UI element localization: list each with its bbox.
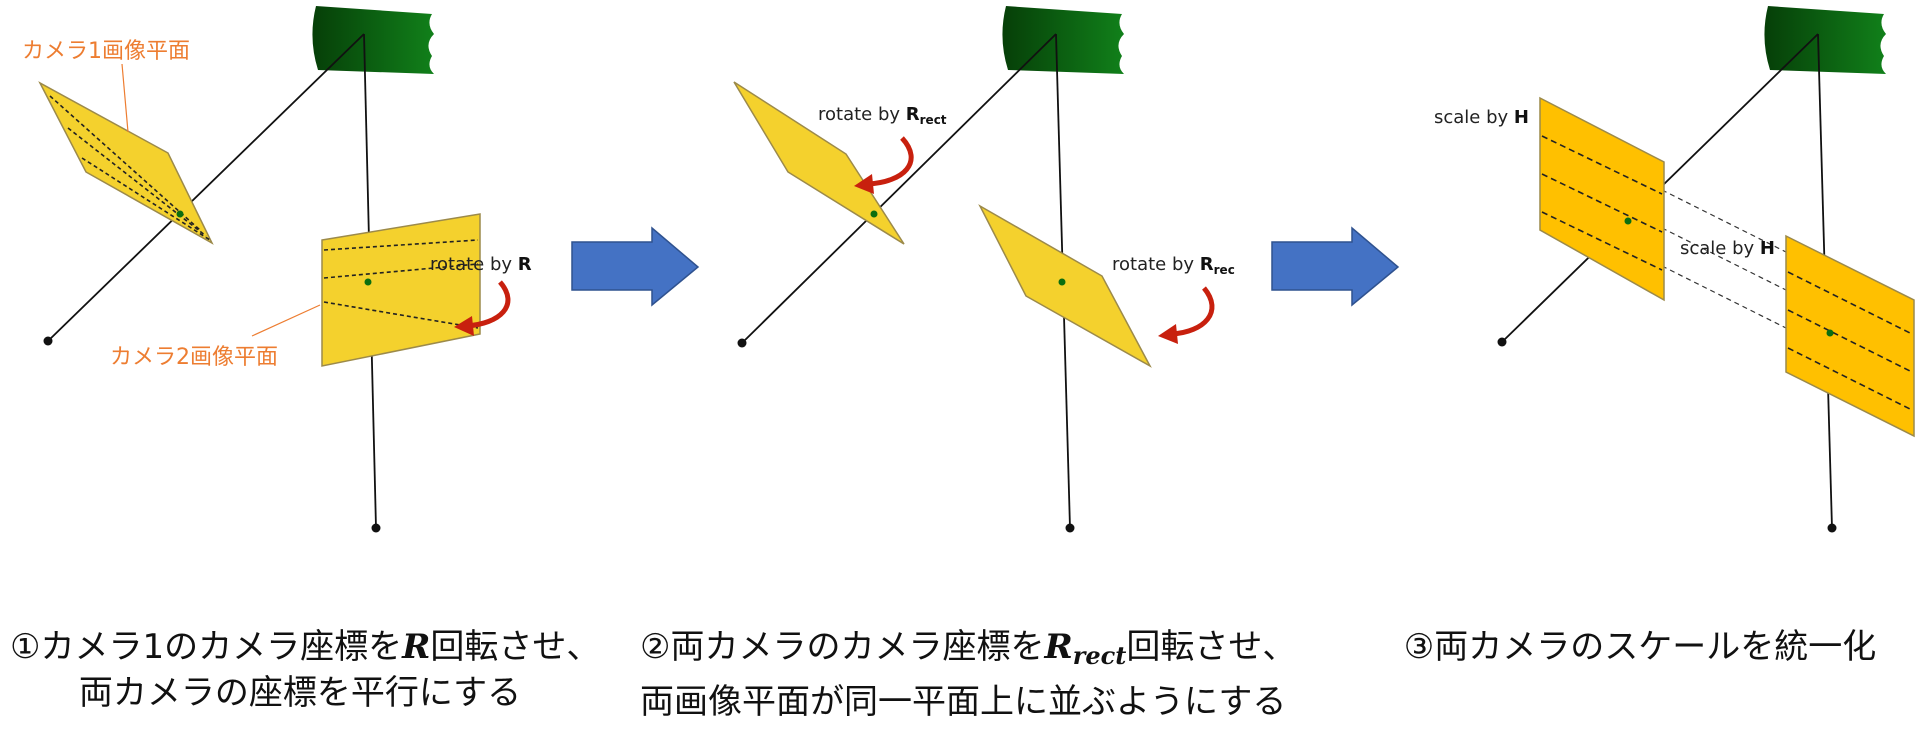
epipolar-guide-line (1661, 265, 1787, 329)
camera-sensor-icon (312, 6, 434, 74)
scanline (323, 239, 479, 251)
caption-line: 両画像平面が同一平面上に並ぶようにする (640, 682, 1287, 722)
scanline (1541, 173, 1663, 233)
camera2-plane-label: カメラ2画像平面 (110, 345, 278, 370)
rotate-arrowhead-icon (854, 174, 874, 194)
scanline (1787, 309, 1913, 373)
leader-line (251, 304, 321, 337)
caption-line: ②両カメラのカメラ座標をRrect回転させ、 (640, 627, 1297, 670)
step3-caption: ③両カメラのスケールを統一化 (1370, 624, 1910, 670)
scanline (81, 157, 211, 241)
principal-point (1058, 278, 1066, 286)
camera2-image-plane (978, 204, 1152, 368)
scanline (1787, 271, 1913, 335)
camera1-image-plane (1539, 96, 1665, 302)
rotate-arrow-icon (465, 280, 511, 329)
step-arrow-icon (1271, 226, 1400, 307)
rotate-rect-label: rotate by Rrect (818, 104, 947, 127)
scanline (323, 301, 479, 329)
principal-point (870, 210, 878, 218)
camera-center-point (1065, 523, 1075, 533)
scanline (1541, 135, 1663, 195)
caption-line: ③両カメラのスケールを統一化 (1403, 627, 1877, 667)
caption-line: 両カメラの座標を平行にする (78, 673, 522, 713)
step2-caption: ②両カメラのカメラ座標をRrect回転させ、 両画像平面が同一平面上に並ぶように… (640, 624, 1297, 725)
caption-line: ①カメラ1のカメラ座標をR回転させ、 (10, 627, 601, 667)
rotate-arrowhead-icon (1158, 324, 1178, 344)
camera-sensor-icon (1002, 6, 1124, 74)
rotate-rec-label: rotate by Rrec (1112, 254, 1235, 277)
step1-caption: ①カメラ1のカメラ座標をR回転させ、 両カメラの座標を平行にする (10, 624, 601, 716)
camera-sensor-icon (1764, 6, 1886, 74)
panel-2: rotate by Rrect rotate by Rrec (733, 6, 1235, 533)
camera-center-point (43, 336, 53, 346)
camera-axis-line (47, 33, 365, 342)
rotate-label: rotate by R (430, 254, 532, 275)
scanline (1541, 211, 1663, 271)
camera-center-point (371, 523, 381, 533)
rotate-arrow-icon (867, 136, 914, 187)
panel-3: scale by H scale by H (1434, 6, 1915, 533)
scale-label: scale by H (1680, 238, 1775, 259)
principal-point (1624, 217, 1632, 225)
rotate-arrow-icon (1171, 286, 1215, 337)
scanline (67, 127, 207, 237)
scanline (323, 263, 479, 279)
camera1-plane-label: カメラ1画像平面 (22, 39, 190, 64)
principal-point (1826, 329, 1834, 337)
scale-label: scale by H (1434, 107, 1529, 128)
rotate-arrowhead-icon (454, 316, 474, 336)
panel-1: カメラ1画像平面 カメラ2画像平面 rotate by R (22, 6, 532, 533)
camera2-image-plane (1785, 234, 1915, 438)
leader-line (121, 63, 129, 133)
step-arrow-icon (571, 226, 700, 307)
principal-point (176, 210, 184, 218)
camera2-image-plane (321, 213, 481, 367)
scanline (49, 95, 201, 231)
camera-center-point (737, 338, 747, 348)
scanline (1787, 347, 1913, 411)
camera-center-point (1497, 337, 1507, 347)
principal-point (364, 278, 372, 286)
camera-center-point (1827, 523, 1837, 533)
camera-axis-line (741, 33, 1057, 344)
camera1-image-plane (733, 81, 905, 245)
